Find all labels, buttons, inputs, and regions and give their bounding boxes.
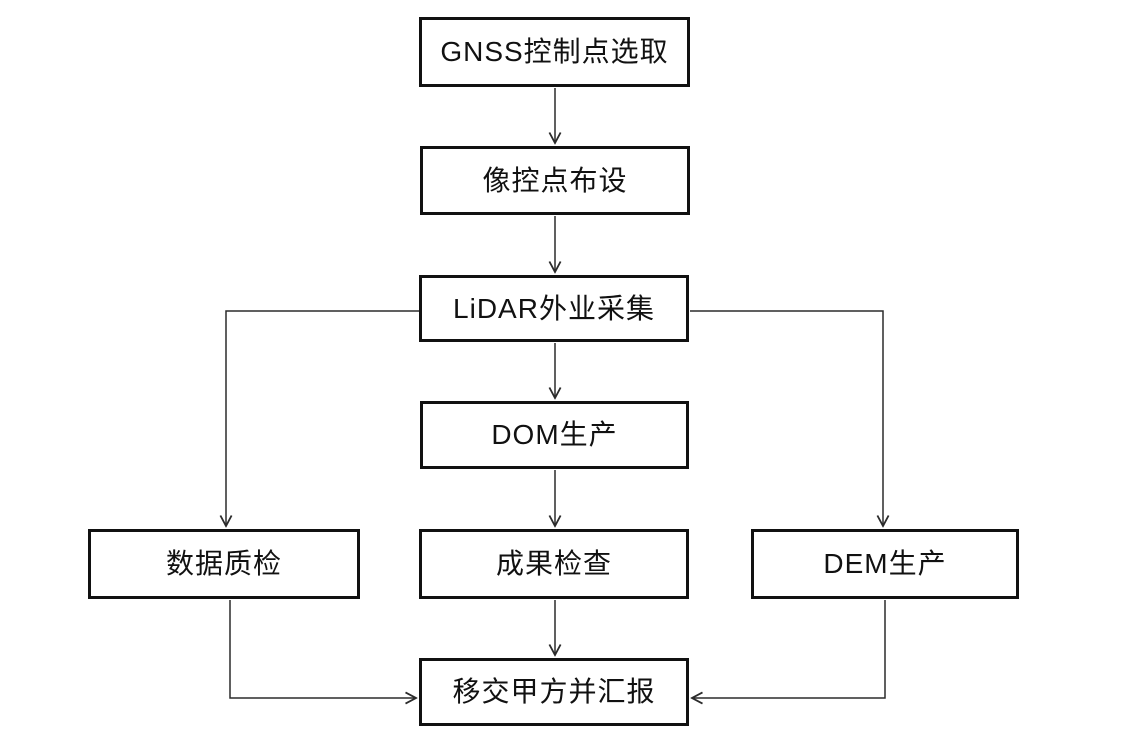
node-lidar-field-collection: LiDAR外业采集 — [419, 275, 689, 342]
node-result-inspection: 成果检查 — [419, 529, 689, 599]
edge-lidar-to-dem — [690, 310, 883, 526]
node-label: 移交甲方并汇报 — [452, 676, 656, 707]
node-label: 像控点布设 — [482, 164, 628, 196]
node-label: LiDAR外业采集 — [453, 292, 655, 324]
node-dom-production: DOM生产 — [420, 401, 689, 469]
node-dem-production: DEM生产 — [751, 529, 1019, 599]
node-label: DOM生产 — [491, 419, 618, 450]
node-image-control-point-layout: 像控点布设 — [420, 146, 690, 215]
node-gnss-control-point-selection: GNSS控制点选取 — [419, 17, 690, 87]
node-handover-and-report: 移交甲方并汇报 — [419, 658, 689, 726]
edge-data-qc-to-handover — [229, 600, 416, 698]
node-label: 成果检查 — [495, 548, 612, 579]
node-label: GNSS控制点选取 — [440, 36, 669, 67]
edge-lidar-to-data-qc — [226, 310, 419, 526]
node-label: 数据质检 — [165, 548, 282, 579]
node-data-quality-check: 数据质检 — [88, 529, 360, 599]
node-label: DEM生产 — [823, 548, 947, 579]
edge-dem-to-handover — [692, 600, 886, 698]
